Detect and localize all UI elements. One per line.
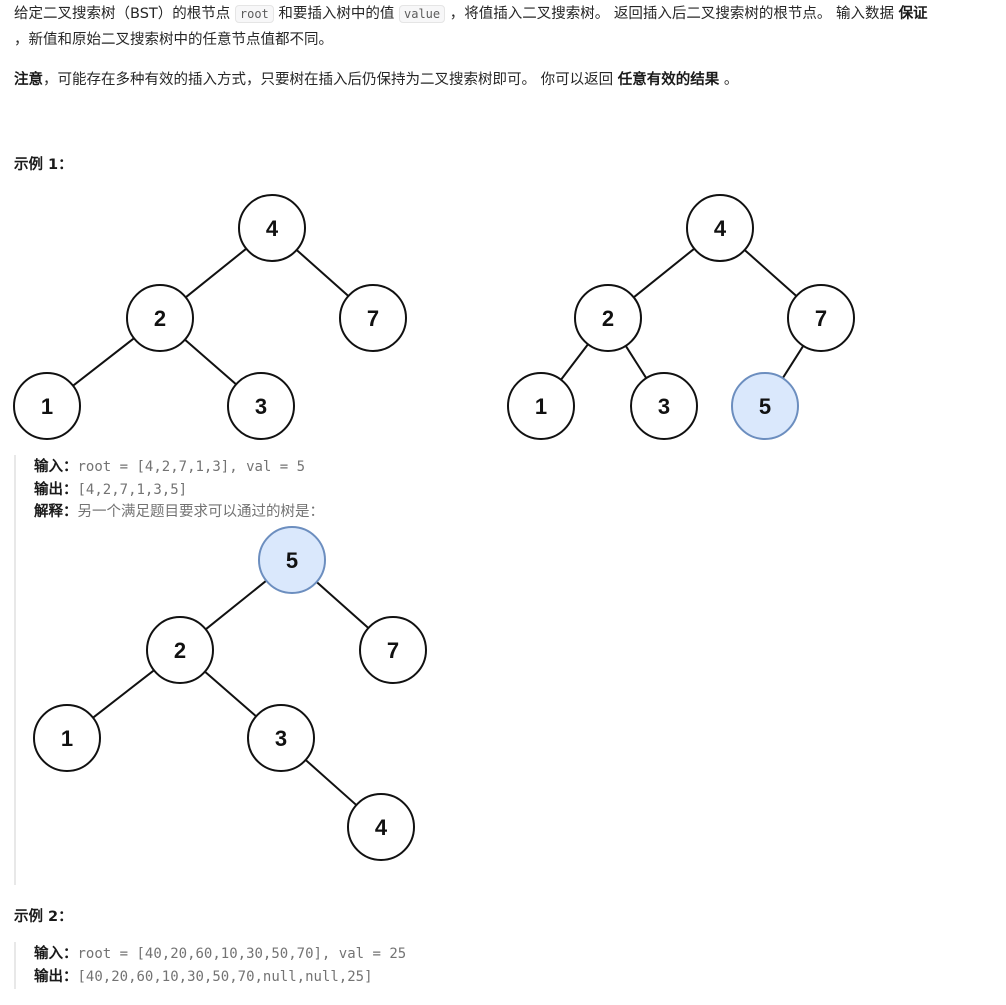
tree-inserted: 4 2 7 1 3 5 (507, 194, 855, 440)
code-value: value (399, 5, 446, 23)
input-label: 输入： (34, 459, 78, 475)
svg-text:2: 2 (174, 638, 186, 663)
svg-text:1: 1 (535, 394, 547, 419)
code-root: root (234, 5, 274, 23)
tree-node-3: 3 (227, 372, 295, 440)
description-text: ，将值插入二叉搜索树。 返回插入后二叉搜索树的根节点。 输入数据 (445, 6, 899, 22)
tree-edge (295, 249, 350, 297)
output-value: [40,20,60,10,30,50,70,null,null,25] (77, 969, 373, 985)
tree-node-5: 5 (258, 526, 326, 594)
note-end: 。 (719, 72, 739, 88)
tree-edge (205, 579, 267, 631)
tree-edge (624, 345, 648, 379)
input-value: root = [40,20,60,10,30,50,70], val = 25 (77, 946, 407, 962)
tree-edge (633, 247, 695, 299)
guarantee-bold: 保证 (898, 6, 928, 22)
tree-node-7: 7 (339, 284, 407, 352)
example1-explanation: 解释：另一个满足题目要求可以通过的树是： (34, 501, 324, 523)
tree-edge (185, 247, 247, 299)
tree-original: 4 2 7 1 3 (13, 194, 407, 440)
tree-node-4: 4 (238, 194, 306, 262)
tree-node-3: 3 (630, 372, 698, 440)
example2-heading: 示例 2： (14, 909, 73, 925)
tree-node-1: 1 (13, 372, 81, 440)
tree-node-7: 7 (359, 616, 427, 684)
example2-output: 输出：[40,20,60,10,30,50,70,null,null,25] (34, 966, 373, 988)
any-valid-result-bold: 任意有效的结果 (617, 72, 720, 88)
input-value: root = [4,2,7,1,3], val = 5 (77, 459, 306, 475)
svg-text:4: 4 (714, 216, 727, 241)
example1-blockquote: 输入：root = [4,2,7,1,3], val = 5 输出：[4,2,7… (14, 455, 324, 885)
svg-text:3: 3 (658, 394, 670, 419)
tree-node-1: 1 (507, 372, 575, 440)
description-text: 给定二叉搜索树（BST）的根节点 (14, 6, 235, 22)
tree-node-1: 1 (33, 704, 101, 772)
input-label: 输入： (34, 946, 78, 962)
note-text: ，可能存在多种有效的插入方式，只要树在插入后仍保持为二叉搜索树即可。 你可以返回 (43, 72, 618, 88)
tree-edge (184, 338, 237, 386)
problem-description-line2: ，新值和原始二叉搜索树中的任意节点值都不同。 (14, 32, 333, 48)
problem-description-line1: 给定二叉搜索树（BST）的根节点 root 和要插入树中的值 value ，将值… (14, 1, 928, 27)
output-label: 输出： (34, 969, 78, 985)
tree-edge (560, 343, 589, 381)
tree-edge (315, 581, 370, 629)
tree-node-7: 7 (787, 284, 855, 352)
note-label: 注意 (14, 72, 43, 88)
tree-node-2: 2 (146, 616, 214, 684)
output-value: [4,2,7,1,3,5] (77, 482, 188, 498)
svg-text:2: 2 (602, 306, 614, 331)
explanation-value: 另一个满足题目要求可以通过的树是： (77, 504, 325, 520)
svg-text:7: 7 (387, 638, 399, 663)
example2-blockquote: 输入：root = [40,20,60,10,30,50,70], val = … (14, 942, 406, 989)
output-label: 输出： (34, 482, 78, 498)
tree-edge (304, 759, 358, 806)
svg-text:7: 7 (815, 306, 827, 331)
explanation-label: 解释： (34, 504, 78, 520)
tree-edge (72, 337, 135, 387)
svg-text:3: 3 (255, 394, 267, 419)
tree-node-2: 2 (126, 284, 194, 352)
tree-node-5: 5 (731, 372, 799, 440)
tree-edge (92, 669, 155, 719)
example1-output: 输出：[4,2,7,1,3,5] (34, 479, 187, 501)
tree-edge (204, 670, 257, 718)
tree-node-2: 2 (574, 284, 642, 352)
svg-text:4: 4 (266, 216, 279, 241)
example2-input: 输入：root = [40,20,60,10,30,50,70], val = … (34, 943, 406, 965)
tree-node-4: 4 (347, 793, 415, 861)
svg-text:3: 3 (275, 726, 287, 751)
svg-text:7: 7 (367, 306, 379, 331)
svg-text:5: 5 (286, 548, 298, 573)
example1-input: 输入：root = [4,2,7,1,3], val = 5 (34, 456, 305, 478)
svg-text:4: 4 (375, 815, 388, 840)
svg-text:5: 5 (759, 394, 771, 419)
svg-text:1: 1 (41, 394, 53, 419)
tree-alternative: 5 2 7 1 3 4 (33, 526, 427, 861)
tree-node-4: 4 (686, 194, 754, 262)
description-text: 和要插入树中的值 (273, 6, 399, 22)
svg-text:2: 2 (154, 306, 166, 331)
svg-text:1: 1 (61, 726, 73, 751)
tree-edge (781, 345, 805, 379)
note-paragraph: 注意，可能存在多种有效的插入方式，只要树在插入后仍保持为二叉搜索树即可。 你可以… (14, 67, 738, 93)
tree-node-3: 3 (247, 704, 315, 772)
example1-heading: 示例 1： (14, 157, 73, 173)
tree-edge (743, 249, 798, 297)
